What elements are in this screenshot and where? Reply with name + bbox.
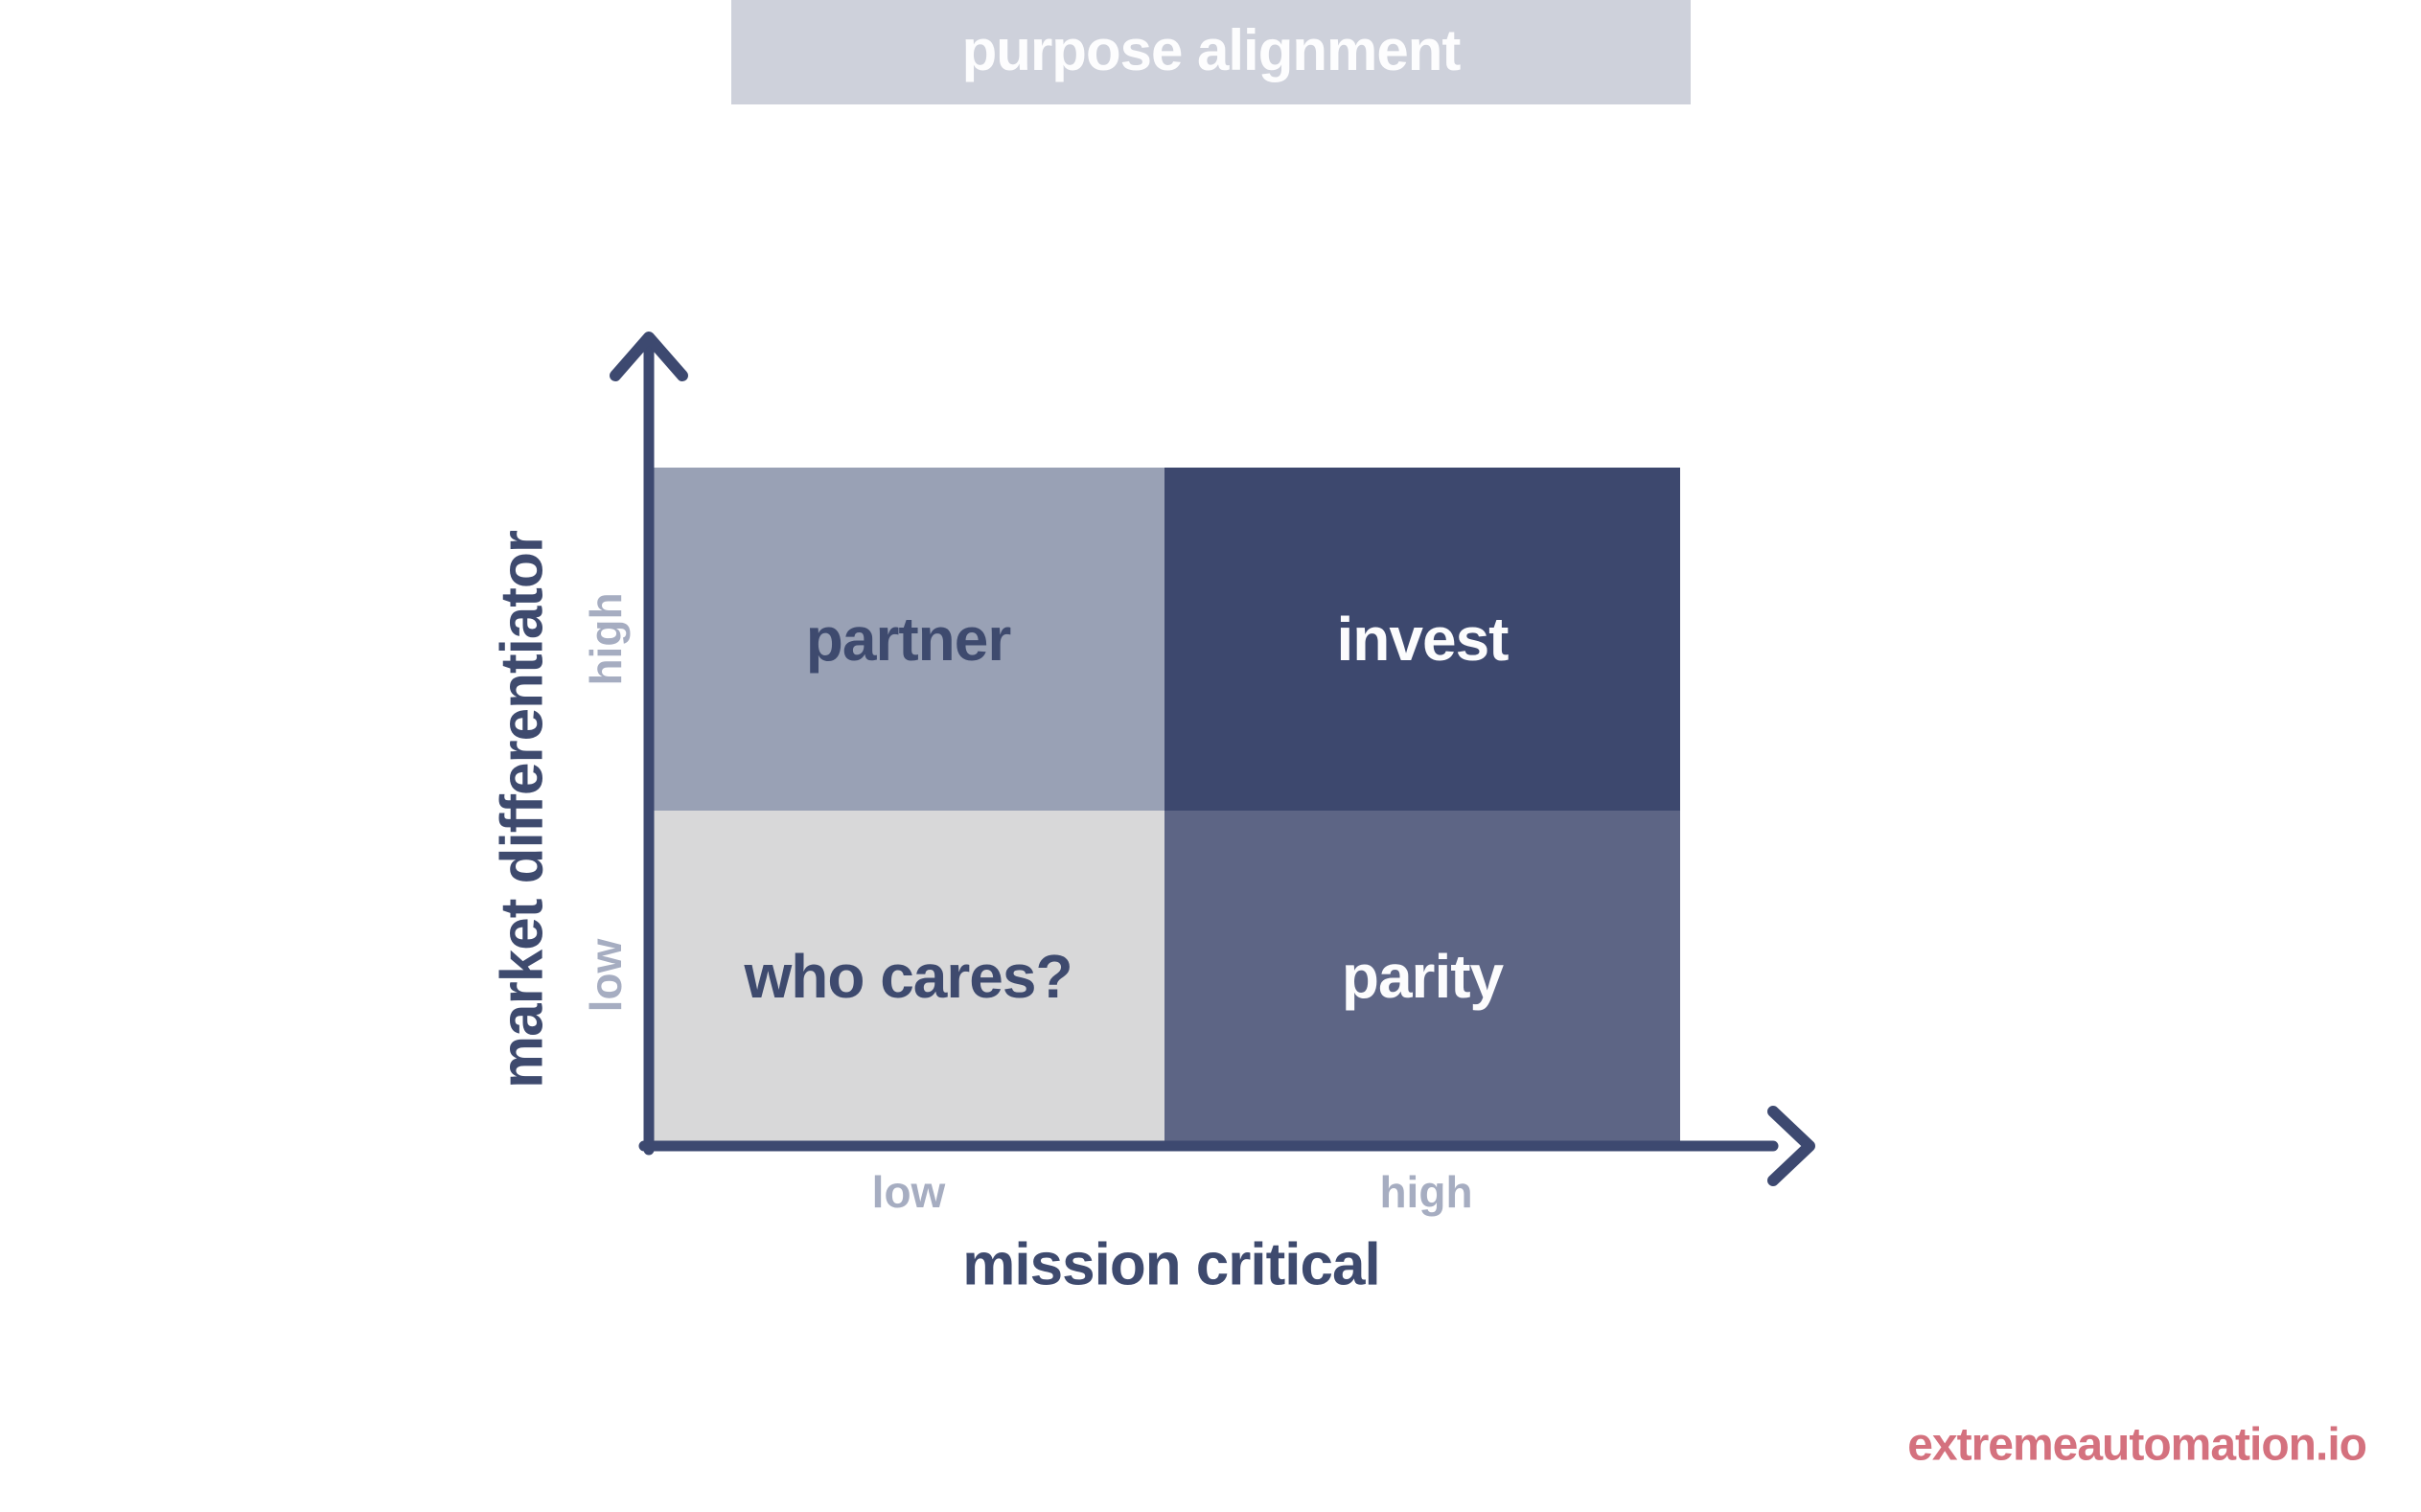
quadrant-partner-label: partner (805, 605, 1011, 674)
quadrant-invest-label: invest (1336, 605, 1510, 674)
x-tick-high: high (1379, 1167, 1473, 1217)
quadrant-parity-label: parity (1341, 941, 1504, 1011)
quadrant-partner: partner (652, 468, 1164, 811)
y-axis-label: market differentiator (489, 531, 556, 1088)
y-axis-arrowhead-icon (610, 332, 688, 381)
watermark-link[interactable]: extremeautomation.io (1907, 1419, 2367, 1471)
quadrant-parity: parity (1164, 811, 1680, 1141)
x-tick-low: low (871, 1167, 946, 1217)
quadrant-invest: invest (1164, 468, 1680, 811)
x-axis-label: mission critical (962, 1231, 1380, 1298)
title-banner: purpose alignment (731, 0, 1691, 104)
quadrant-who-cares: who cares? (652, 811, 1164, 1141)
quadrant-who-cares-label: who cares? (744, 941, 1072, 1011)
y-tick-low: low (581, 938, 631, 1013)
y-tick-high: high (581, 592, 631, 686)
page-title: purpose alignment (961, 18, 1462, 82)
x-axis-arrowhead-icon (1767, 1106, 1815, 1186)
